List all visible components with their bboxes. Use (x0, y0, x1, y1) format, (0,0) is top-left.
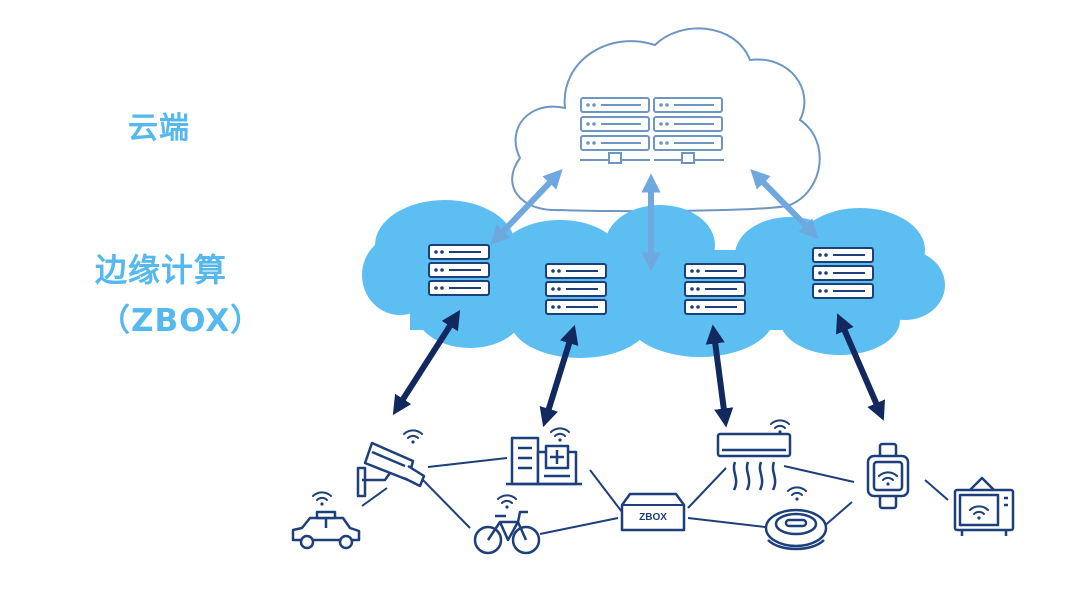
air-conditioner-icon (716, 432, 792, 491)
edge-device-arrow (539, 324, 579, 428)
wifi-icon (497, 494, 517, 510)
edge-server-rack-icon (685, 264, 745, 314)
edge-zbox-label: （ZBOX） (99, 303, 263, 339)
wifi-icon (550, 427, 570, 443)
edge-computing-label: 边缘计算 (95, 251, 228, 289)
bicycle-icon (473, 510, 541, 555)
cloud-edge-arrow (490, 169, 563, 245)
television-icon (953, 476, 1015, 536)
wifi-icon (403, 429, 423, 445)
zbox-text: ZBOX (639, 512, 667, 523)
device-links (361, 457, 949, 535)
building-icon (506, 436, 582, 486)
cloud-server-left-icon (580, 97, 650, 164)
robot-vacuum-icon (764, 508, 828, 551)
edge-server-rack-icon (429, 245, 489, 295)
wifi-icon (770, 419, 790, 435)
edge-server-rack-icon (813, 248, 873, 298)
cloud-edge-arrow (750, 169, 819, 239)
edge-device-arrow (392, 309, 461, 416)
edge-device-arrow (705, 324, 734, 428)
wifi-icon (312, 491, 332, 507)
cloud-server-right-icon (653, 97, 724, 164)
cloud-label: 云端 (128, 111, 190, 146)
smartwatch-icon (866, 442, 910, 510)
zbox-device-icon: ZBOX (620, 492, 686, 532)
edge-server-rack-icon (546, 264, 606, 314)
edge-device-arrow (836, 313, 885, 421)
wifi-icon (787, 486, 807, 502)
security-camera-icon (356, 441, 426, 498)
taxi-icon (291, 510, 361, 550)
